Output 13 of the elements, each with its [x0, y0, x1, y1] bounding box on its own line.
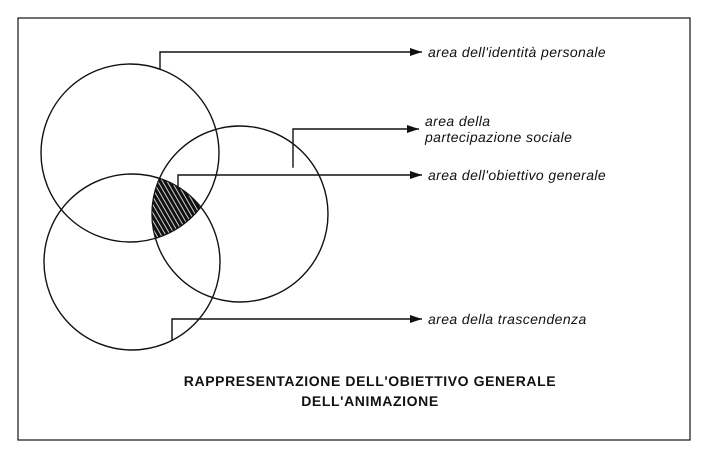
- area-label: area della trascendenza: [428, 311, 587, 327]
- area-label: area dell'obiettivo generale: [428, 167, 606, 183]
- diagram-title: RAPPRESENTAZIONE DELL'OBIETTIVO GENERALE DELL'ANIMAZIONE: [182, 372, 558, 411]
- area-label: area dell'identità personale: [428, 44, 606, 60]
- leader-arrow: [159, 48, 422, 70]
- circle-outline: [151, 125, 329, 303]
- circle-outline: [40, 63, 220, 243]
- circle-outline: [43, 173, 221, 351]
- leader-arrow: [292, 125, 419, 168]
- leader-arrow: [177, 171, 422, 187]
- leader-arrow: [171, 315, 422, 340]
- hatched-intersection: [152, 178, 202, 239]
- area-label: area della partecipazione sociale: [425, 113, 585, 145]
